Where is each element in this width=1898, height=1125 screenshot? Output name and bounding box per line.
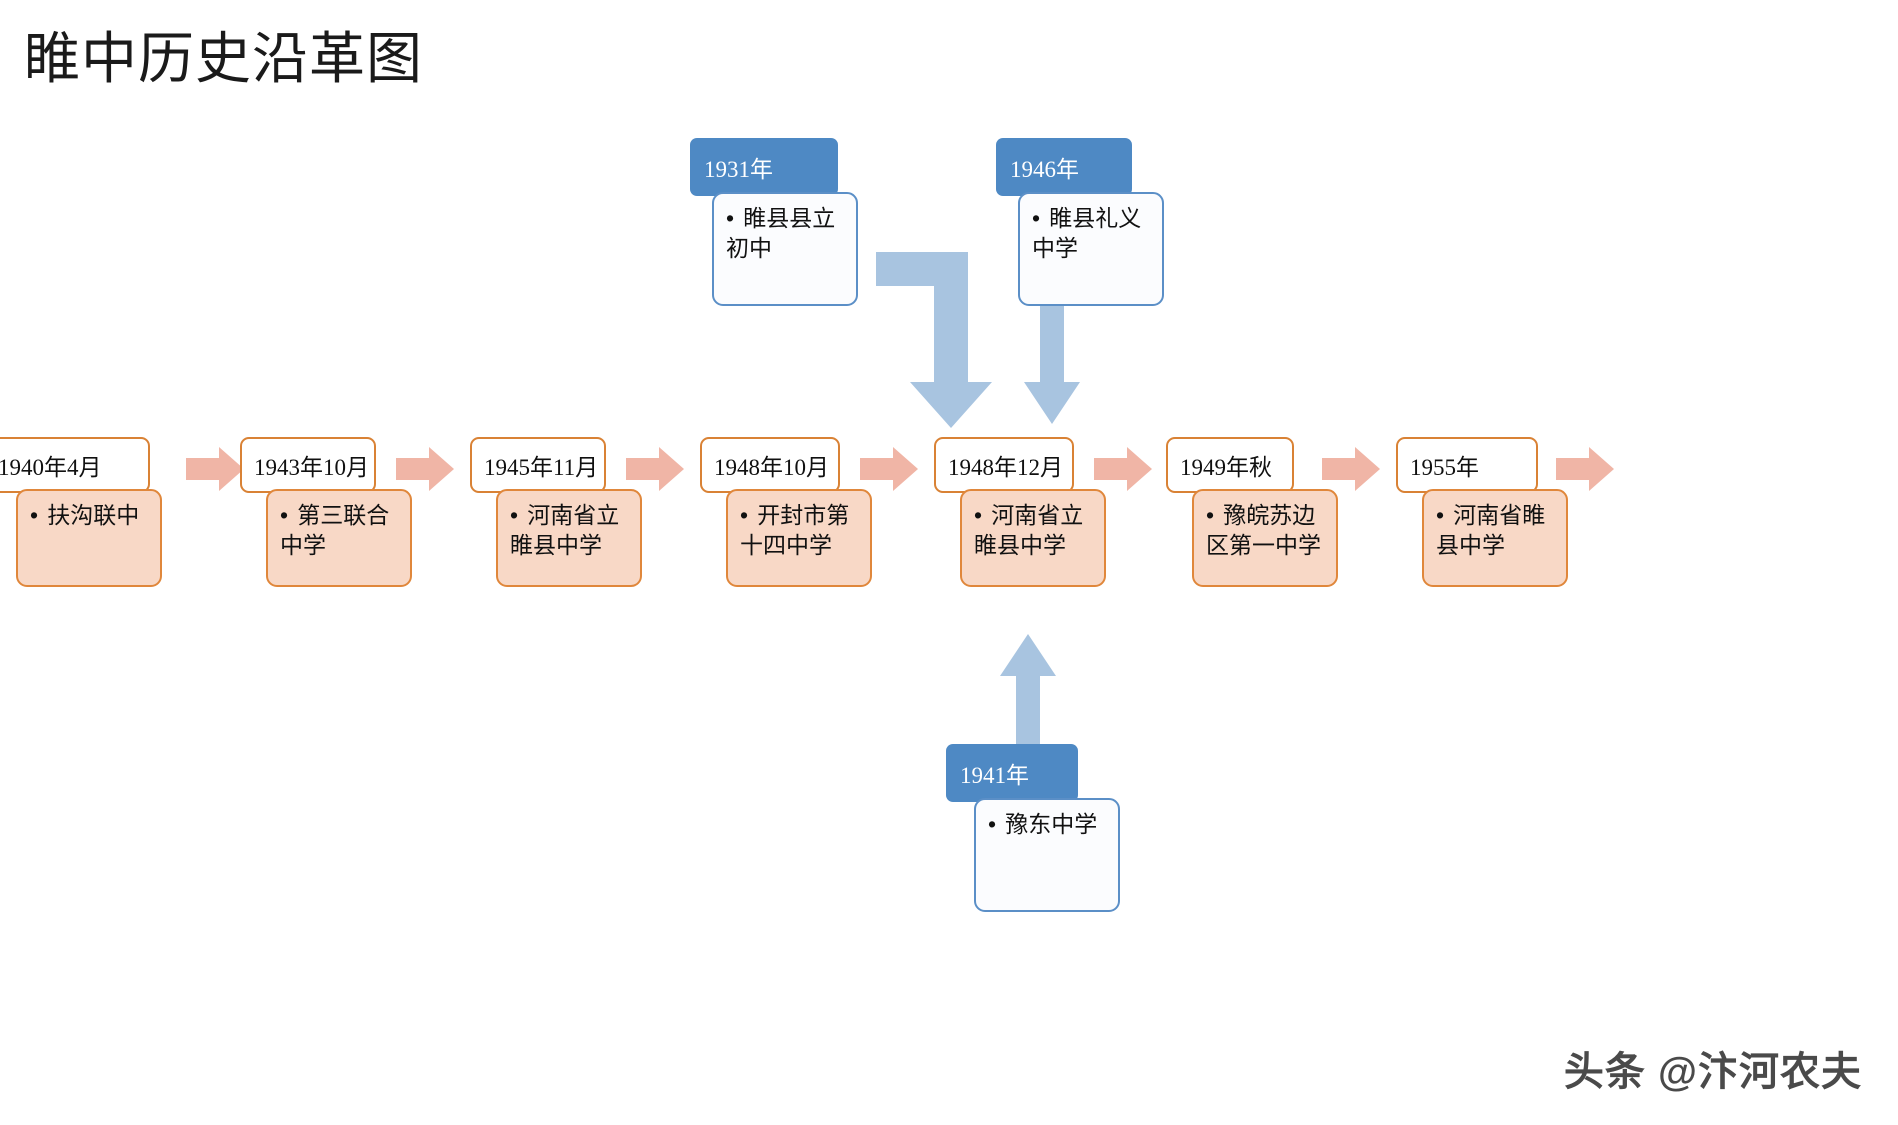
timeline-body-text: •豫皖苏边区第一中学 <box>1206 502 1321 558</box>
branch-body-box-1946: •睢县礼义中学 <box>1018 192 1164 306</box>
timeline-date-box: 1945年11月 <box>470 437 606 493</box>
connector-1946-to-1948-12 <box>1022 300 1082 428</box>
timeline-body-box: •河南省睢县中学 <box>1422 489 1568 587</box>
timeline-date-box: 1948年12月 <box>934 437 1074 493</box>
branch-body-text: •豫东中学 <box>988 811 1098 837</box>
right-arrow-icon <box>1094 447 1152 491</box>
connector-1931-to-1948-12 <box>876 242 1006 432</box>
timeline-body-box: •河南省立睢县中学 <box>496 489 642 587</box>
branch-date-label: 1931年 <box>704 157 773 182</box>
branch-date-box-1946: 1946年 <box>996 138 1132 196</box>
branch-date-label: 1946年 <box>1010 157 1079 182</box>
right-arrow-icon <box>626 447 684 491</box>
timeline-body-box: •河南省立睢县中学 <box>960 489 1106 587</box>
timeline-date-label: 1940年4月 <box>0 455 102 480</box>
branch-date-label: 1941年 <box>960 763 1029 788</box>
branch-date-box-1931: 1931年 <box>690 138 838 196</box>
timeline-date-label: 1945年11月 <box>484 455 599 480</box>
timeline-date-label: 1943年10月 <box>254 455 369 480</box>
right-arrow-icon <box>1556 447 1614 491</box>
connector-1941-to-1948-12 <box>998 634 1058 752</box>
timeline-date-label: 1955年 <box>1410 455 1479 480</box>
timeline-date-box: 1940年4月 <box>0 437 150 493</box>
timeline-date-box: 1949年秋 <box>1166 437 1294 493</box>
timeline-body-text: •河南省立睢县中学 <box>974 502 1084 558</box>
branch-body-box-1941: •豫东中学 <box>974 798 1120 912</box>
right-arrow-icon <box>860 447 918 491</box>
timeline-body-text: •扶沟联中 <box>30 502 140 528</box>
watermark: 头条 @汴河农夫 <box>1563 1050 1862 1094</box>
timeline-body-text: •第三联合中学 <box>280 502 390 558</box>
timeline-date-label: 1948年10月 <box>714 455 829 480</box>
timeline-body-text: •河南省立睢县中学 <box>510 502 620 558</box>
page-title: 睢中历史沿革图 <box>24 27 423 90</box>
right-arrow-icon <box>396 447 454 491</box>
timeline-date-box: 1948年10月 <box>700 437 840 493</box>
timeline-date-box: 1943年10月 <box>240 437 376 493</box>
timeline-body-box: •扶沟联中 <box>16 489 162 587</box>
timeline-date-label: 1949年秋 <box>1180 455 1272 480</box>
branch-body-box-1931: •睢县县立初中 <box>712 192 858 306</box>
right-arrow-icon <box>186 447 244 491</box>
timeline-body-box: •豫皖苏边区第一中学 <box>1192 489 1338 587</box>
branch-body-text: •睢县礼义中学 <box>1032 205 1142 261</box>
timeline-date-label: 1948年12月 <box>948 455 1063 480</box>
timeline-date-box: 1955年 <box>1396 437 1538 493</box>
right-arrow-icon <box>1322 447 1380 491</box>
timeline-body-box: •第三联合中学 <box>266 489 412 587</box>
timeline-body-text: •河南省睢县中学 <box>1436 502 1546 558</box>
timeline-body-text: •开封市第十四中学 <box>740 502 850 558</box>
branch-date-box-1941: 1941年 <box>946 744 1078 802</box>
timeline-body-box: •开封市第十四中学 <box>726 489 872 587</box>
branch-body-text: •睢县县立初中 <box>726 205 836 261</box>
